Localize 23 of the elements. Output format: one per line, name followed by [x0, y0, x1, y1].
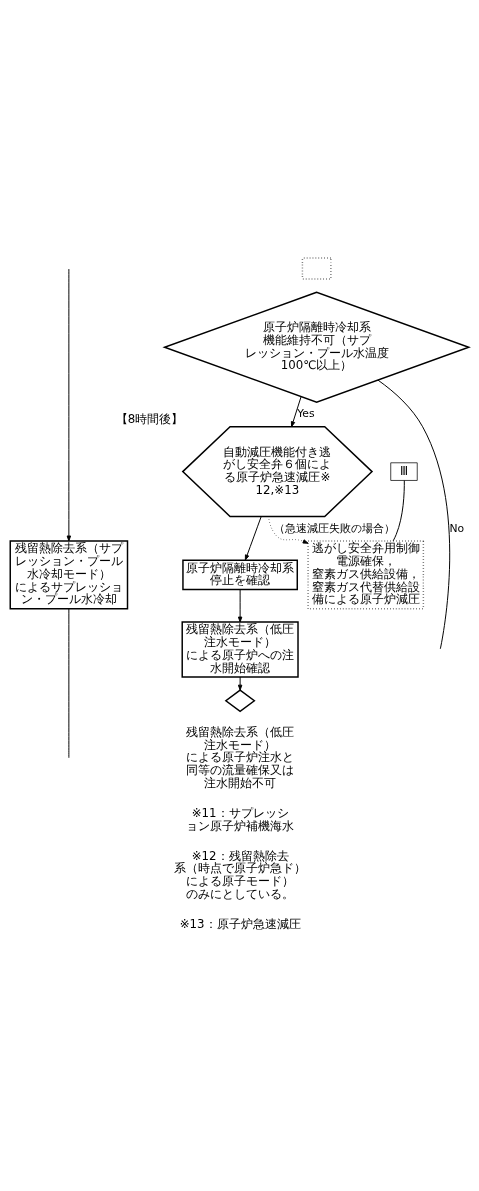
label: ※11：サプレッション原子炉補機海水 — [186, 805, 295, 833]
arrow — [290, 395, 302, 427]
node-diamond: 原子炉隔離時冷却系機能維持不可（サプレッション・プール水温度 100℃以上） — [162, 291, 471, 403]
node-box: 残留熱除去系（低圧注水モード）による原子炉への注水開始確認 — [181, 620, 299, 678]
arrow — [244, 515, 262, 560]
edge-label: Yes — [297, 406, 315, 420]
edge-label: No — [449, 521, 465, 534]
node-label: 【8時間後】 — [115, 411, 184, 426]
node-box: 逃がし安全弁用制御電源確保，窒素ガス供給設備，窒素ガス代替供給設備による原子炉減圧 — [307, 539, 425, 609]
arrow — [237, 676, 243, 691]
connector — [392, 479, 405, 541]
connector — [377, 379, 451, 649]
node-box: 原子炉隔離時冷却系停止を確認 — [182, 558, 298, 590]
label: ※13：原子炉急速減圧 — [179, 916, 301, 931]
arrow — [66, 268, 72, 541]
node-box: Ⅲ — [390, 461, 418, 481]
edge-label: （急速減圧失敗の場合） — [274, 521, 396, 534]
node-box: 残留熱除去系（サプレッション・プール水冷却モード）によるサプレッション・プール水冷却 — [9, 539, 129, 609]
arrow — [237, 588, 243, 622]
node-diamond — [224, 688, 256, 712]
connector — [68, 607, 70, 758]
label: 残留熱除去系（低圧注水モード）による原子炉注水と同等の流量確保又は注水開始不可 — [186, 724, 295, 790]
label: ※12：残留熱除去系（時点で原子炉急ド）による原子モード）のみにとしている。 — [174, 848, 307, 901]
